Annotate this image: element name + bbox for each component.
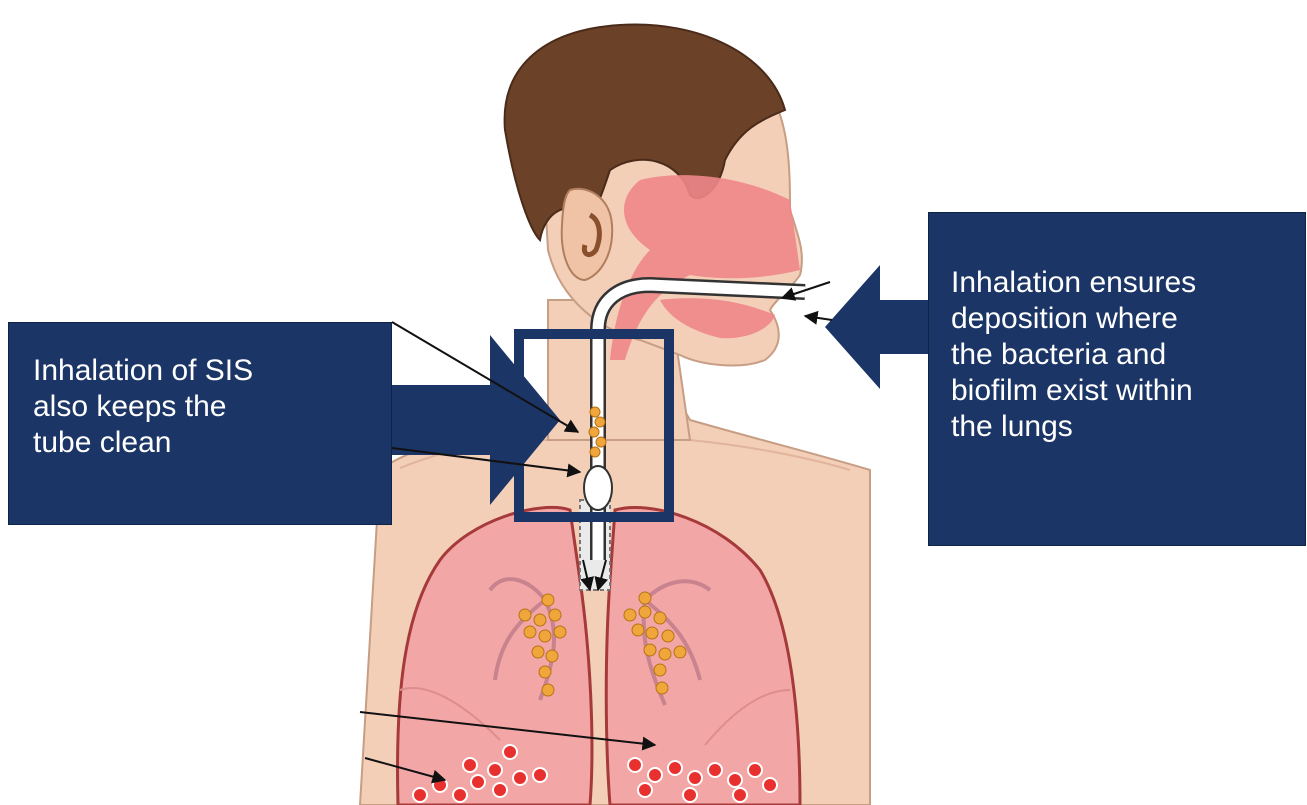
tube-cuff xyxy=(584,466,612,510)
right-block-arrow xyxy=(825,265,932,389)
callout-left: Inhalation of SIS also keeps the tube cl… xyxy=(8,322,392,525)
callout-right-line-1: Inhalation ensures xyxy=(951,265,1289,301)
callout-right-line-4: biofilm exist within xyxy=(951,373,1289,409)
callout-right-line-5: the lungs xyxy=(951,409,1289,445)
callout-right-line-3: the bacteria and xyxy=(951,337,1289,373)
callout-left-line-2: also keeps the xyxy=(33,389,375,425)
callout-right: Inhalation ensures deposition where the … xyxy=(928,212,1306,546)
callout-left-line-3: tube clean xyxy=(33,425,375,461)
callout-right-line-2: deposition where xyxy=(951,301,1289,337)
callout-left-line-1: Inhalation of SIS xyxy=(33,353,375,389)
